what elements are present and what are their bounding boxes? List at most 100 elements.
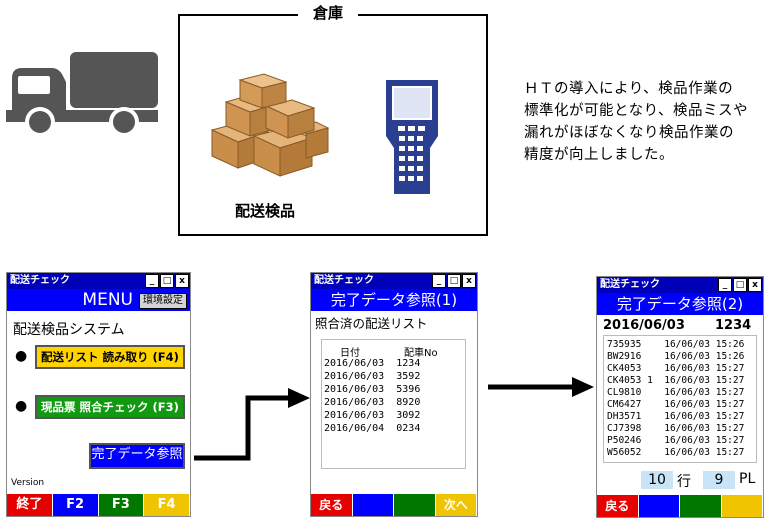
close-button[interactable]: x: [462, 274, 476, 288]
minimize-button[interactable]: _: [145, 274, 159, 288]
function-keys: 終了 F2 F3 F4: [7, 494, 190, 516]
scan-date: 16/06/03: [664, 411, 710, 422]
maximize-button[interactable]: □: [733, 278, 747, 292]
scanned-items-list[interactable]: 735935 16/06/03 15:26 BW2916 16/06/03 15…: [603, 335, 757, 463]
arrow-icon: [488, 377, 594, 397]
blue-key[interactable]: [352, 494, 394, 516]
table-row[interactable]: DH3571 16/06/03 15:27: [607, 411, 744, 422]
list-date: 2016/06/03: [324, 410, 385, 421]
bullet-icon: ●: [15, 348, 28, 364]
list-item[interactable]: 2016/06/03 3092: [324, 410, 420, 421]
scan-date: 16/06/03: [664, 435, 710, 446]
f2-key[interactable]: F2: [52, 494, 99, 516]
back-key[interactable]: 戻る: [311, 494, 353, 516]
table-row[interactable]: CK4053 16/06/03 15:27: [607, 363, 744, 374]
minimize-button[interactable]: _: [718, 278, 732, 292]
check-button[interactable]: 現品票 照合チェック (F3): [35, 395, 185, 419]
item-code: 735935: [607, 339, 642, 350]
bullet-icon: ●: [15, 398, 28, 414]
list-item[interactable]: 2016/06/04 0234: [324, 423, 420, 434]
scan-date: 16/06/03: [664, 351, 710, 362]
scan-date: 16/06/03: [664, 423, 710, 434]
item-code: P50246: [607, 435, 642, 446]
menu-label: MENU: [82, 290, 133, 310]
arrow-icon: [194, 388, 310, 461]
yellow-key[interactable]: [721, 495, 763, 517]
screen-subtitle: 照合済の配送リスト: [315, 316, 428, 331]
row-unit: 行: [677, 474, 691, 490]
screen-header: 完了データ参照(2): [597, 293, 763, 315]
handheld-terminal-icon: [386, 80, 438, 194]
row-count: 10: [641, 471, 673, 489]
done-data-button[interactable]: 完了データ参照: [89, 443, 185, 469]
truck-icon: [6, 52, 158, 137]
f4-key[interactable]: F4: [144, 494, 190, 516]
table-row[interactable]: P50246 16/06/03 15:27: [607, 435, 744, 446]
f3-key[interactable]: F3: [98, 494, 145, 516]
column-header-date: 日付: [340, 348, 360, 359]
description-line: 漏れがほぼなくなり検品作業の: [524, 125, 734, 141]
minimize-button[interactable]: _: [432, 274, 446, 288]
back-key[interactable]: 戻る: [597, 495, 639, 517]
version-label: Version: [11, 478, 45, 488]
list-item[interactable]: 2016/06/03 8920: [324, 397, 420, 408]
list-date: 2016/06/03: [324, 371, 385, 382]
table-row[interactable]: CK4053 1 16/06/03 15:27: [607, 375, 744, 386]
table-row[interactable]: CL9810 16/06/03 15:27: [607, 387, 744, 398]
list-item[interactable]: 2016/06/03 1234: [324, 358, 420, 369]
item-code: CJ7398: [607, 423, 642, 434]
list-vehicle: 8920: [396, 397, 421, 408]
scan-time: 15:26: [715, 339, 745, 350]
list-date: 2016/06/03: [324, 384, 385, 395]
close-button[interactable]: x: [748, 278, 762, 292]
scan-time: 15:27: [715, 447, 745, 458]
boxes-icon: [210, 73, 330, 177]
item-code: CK4053: [607, 363, 642, 374]
item-code: CK4053: [607, 375, 642, 386]
scan-date: 16/06/03: [664, 339, 710, 350]
title-bar: 配送チェック _ □ x: [597, 277, 763, 293]
app-title: 配送チェック: [10, 275, 70, 286]
maximize-button[interactable]: □: [160, 274, 174, 288]
scan-date: 16/06/03: [664, 387, 710, 398]
inspection-caption: 配送検品: [235, 202, 296, 220]
green-key[interactable]: [680, 495, 722, 517]
title-bar: 配送チェック _ □ x: [7, 273, 190, 289]
read-list-button[interactable]: 配送リスト 読み取り (F4): [35, 345, 185, 369]
settings-button[interactable]: 環境設定: [139, 293, 187, 309]
table-row[interactable]: W56052 16/06/03 15:27: [607, 447, 744, 458]
scan-time: 15:27: [715, 411, 745, 422]
list-item[interactable]: 2016/06/03 3592: [324, 371, 420, 382]
green-key[interactable]: [394, 494, 436, 516]
delivery-list[interactable]: 日付 配車No 2016/06/03 1234 2016/06/03 3592 …: [321, 339, 466, 469]
scan-date: 16/06/03: [664, 375, 711, 386]
item-code: CL9810: [607, 387, 642, 398]
list-vehicle: 0234: [396, 423, 421, 434]
scan-time: 15:26: [715, 351, 745, 362]
app-title: 配送チェック: [600, 279, 660, 290]
table-row[interactable]: CM6427 16/06/03 15:27: [607, 399, 744, 410]
menu-header: MENU 環境設定: [7, 289, 190, 311]
detail-screen: 配送チェック _ □ x 完了データ参照(2) 2016/06/03 1234 …: [596, 276, 764, 518]
item-suffix: 1: [647, 375, 653, 386]
list-item[interactable]: 2016/06/03 5396: [324, 384, 420, 395]
exit-key[interactable]: 終了: [7, 494, 53, 516]
scan-time: 15:27: [715, 387, 745, 398]
table-row[interactable]: CJ7398 16/06/03 15:27: [607, 423, 744, 434]
blue-key[interactable]: [638, 495, 680, 517]
list-vehicle: 3092: [396, 410, 421, 421]
table-row[interactable]: 735935 16/06/03 15:26: [607, 339, 744, 350]
maximize-button[interactable]: □: [447, 274, 461, 288]
scan-time: 15:27: [715, 399, 745, 410]
scan-time: 15:27: [715, 363, 745, 374]
list-date: 2016/06/03: [324, 358, 385, 369]
pallet-count: 9: [703, 471, 735, 489]
scan-date: 16/06/03: [664, 363, 710, 374]
description-line: 精度が向上しました。: [524, 147, 674, 163]
next-key[interactable]: 次へ: [435, 494, 477, 516]
scan-time: 15:27: [715, 423, 745, 434]
close-button[interactable]: x: [175, 274, 189, 288]
function-keys: 戻る: [597, 495, 763, 517]
table-row[interactable]: BW2916 16/06/03 15:26: [607, 351, 744, 362]
